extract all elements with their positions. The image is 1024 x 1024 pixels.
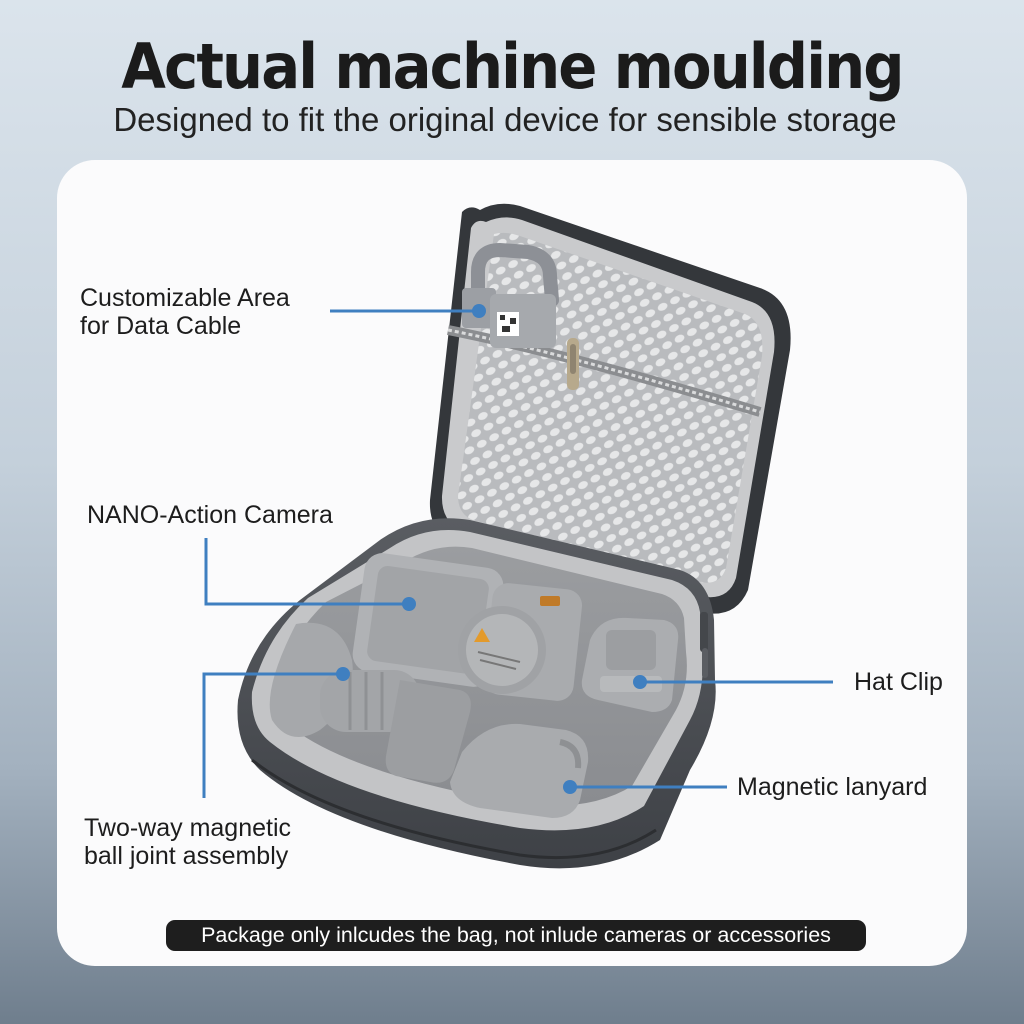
- callout-lines: [202, 304, 833, 798]
- callout-ball-joint-line2: ball joint assembly: [84, 842, 289, 870]
- callout-data-cable: Customizable Area for Data Cable: [80, 284, 290, 340]
- data-cable: [462, 242, 559, 348]
- callout-data-cable-line2: for Data Cable: [80, 312, 242, 340]
- callout-ball-joint-line1: Two-way magnetic: [84, 814, 292, 842]
- zipper-pulls: [700, 612, 708, 678]
- subtitle: Designed to fit the original device for …: [113, 101, 897, 138]
- ball-joint-cutout: [269, 622, 471, 783]
- lanyard-cutout: [450, 723, 589, 818]
- hat-clip-cutout: [581, 617, 679, 712]
- headline: Actual machine moulding: [121, 30, 904, 103]
- camera-cutout: [352, 553, 583, 701]
- callout-hat-clip: Hat Clip: [854, 668, 943, 696]
- package-disclaimer: Package only inlcudes the bag, not inlud…: [166, 920, 866, 951]
- callout-data-cable-line1: Customizable Area: [80, 284, 290, 312]
- callout-ball-joint: Two-way magnetic ball joint assembly: [84, 814, 291, 870]
- callout-camera: NANO-Action Camera: [87, 501, 333, 529]
- callout-lanyard: Magnetic lanyard: [737, 773, 928, 801]
